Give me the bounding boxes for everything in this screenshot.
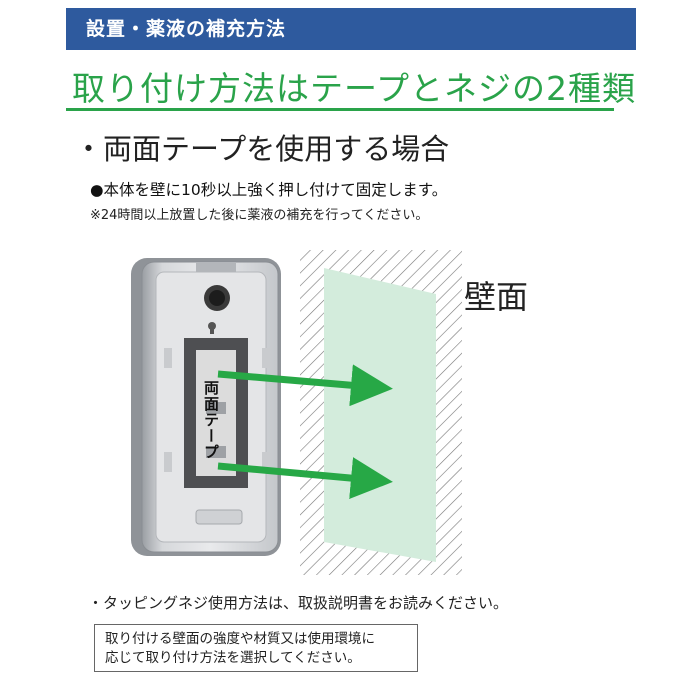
notice-box: 取り付ける壁面の強度や材質又は使用環境に 応じて取り付け方法を選択してください。 bbox=[94, 624, 418, 672]
tape-instruction: ●本体を壁に10秒以上強く押し付けて固定します。 bbox=[90, 181, 448, 199]
headline: 取り付け方法はテープとネジの2種類 bbox=[72, 69, 637, 108]
tape-section-heading: ・両面テープを使用する場合 bbox=[74, 132, 450, 166]
notice-line-2: 応じて取り付け方法を選択してください。 bbox=[105, 650, 361, 666]
double-sided-tape-label: 両面テープ bbox=[202, 380, 220, 460]
wall-surface-panel bbox=[324, 268, 436, 562]
arrow-upper bbox=[217, 364, 393, 407]
screw-section-text: ・タッピングネジ使用方法は、取扱説明書をお読みください。 bbox=[88, 594, 509, 612]
section-header-title: 設置・薬液の補充方法 bbox=[86, 18, 287, 40]
section-header-bar: 設置・薬液の補充方法 bbox=[66, 8, 636, 50]
tape-note: ※24時間以上放置した後に薬液の補充を行ってください。 bbox=[90, 208, 429, 223]
headline-underline bbox=[66, 108, 614, 111]
mounting-illustration bbox=[131, 250, 462, 575]
notice-line-1: 取り付ける壁面の強度や材質又は使用環境に bbox=[105, 631, 375, 647]
arrow-lower bbox=[217, 457, 393, 500]
dispenser-body bbox=[131, 258, 281, 556]
wall-label: 壁面 bbox=[464, 278, 529, 316]
